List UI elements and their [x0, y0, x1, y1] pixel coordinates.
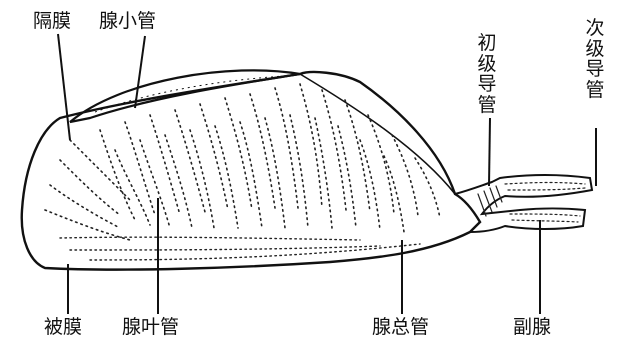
label-accessory-gland: 副腺 — [513, 318, 551, 337]
label-lobe-duct: 腺叶管 — [122, 318, 179, 337]
leader-lines — [58, 34, 596, 314]
label-capsule: 被膜 — [44, 318, 82, 337]
label-glandular-tubule: 腺小管 — [99, 12, 156, 31]
body-diagonal-edge — [300, 74, 455, 194]
label-primary-duct: 初级导管 — [476, 33, 498, 115]
leader-primary-duct — [489, 118, 490, 186]
leader-septum — [58, 34, 70, 140]
leader-glandular-tubule — [135, 36, 145, 108]
upper-crescent — [70, 70, 300, 122]
label-septum: 隔膜 — [33, 12, 71, 31]
label-secondary-duct: 次级导管 — [584, 18, 606, 100]
label-main-duct: 腺总管 — [372, 318, 429, 337]
main-duct-texture — [60, 237, 420, 260]
gland-body-outline — [22, 72, 480, 270]
